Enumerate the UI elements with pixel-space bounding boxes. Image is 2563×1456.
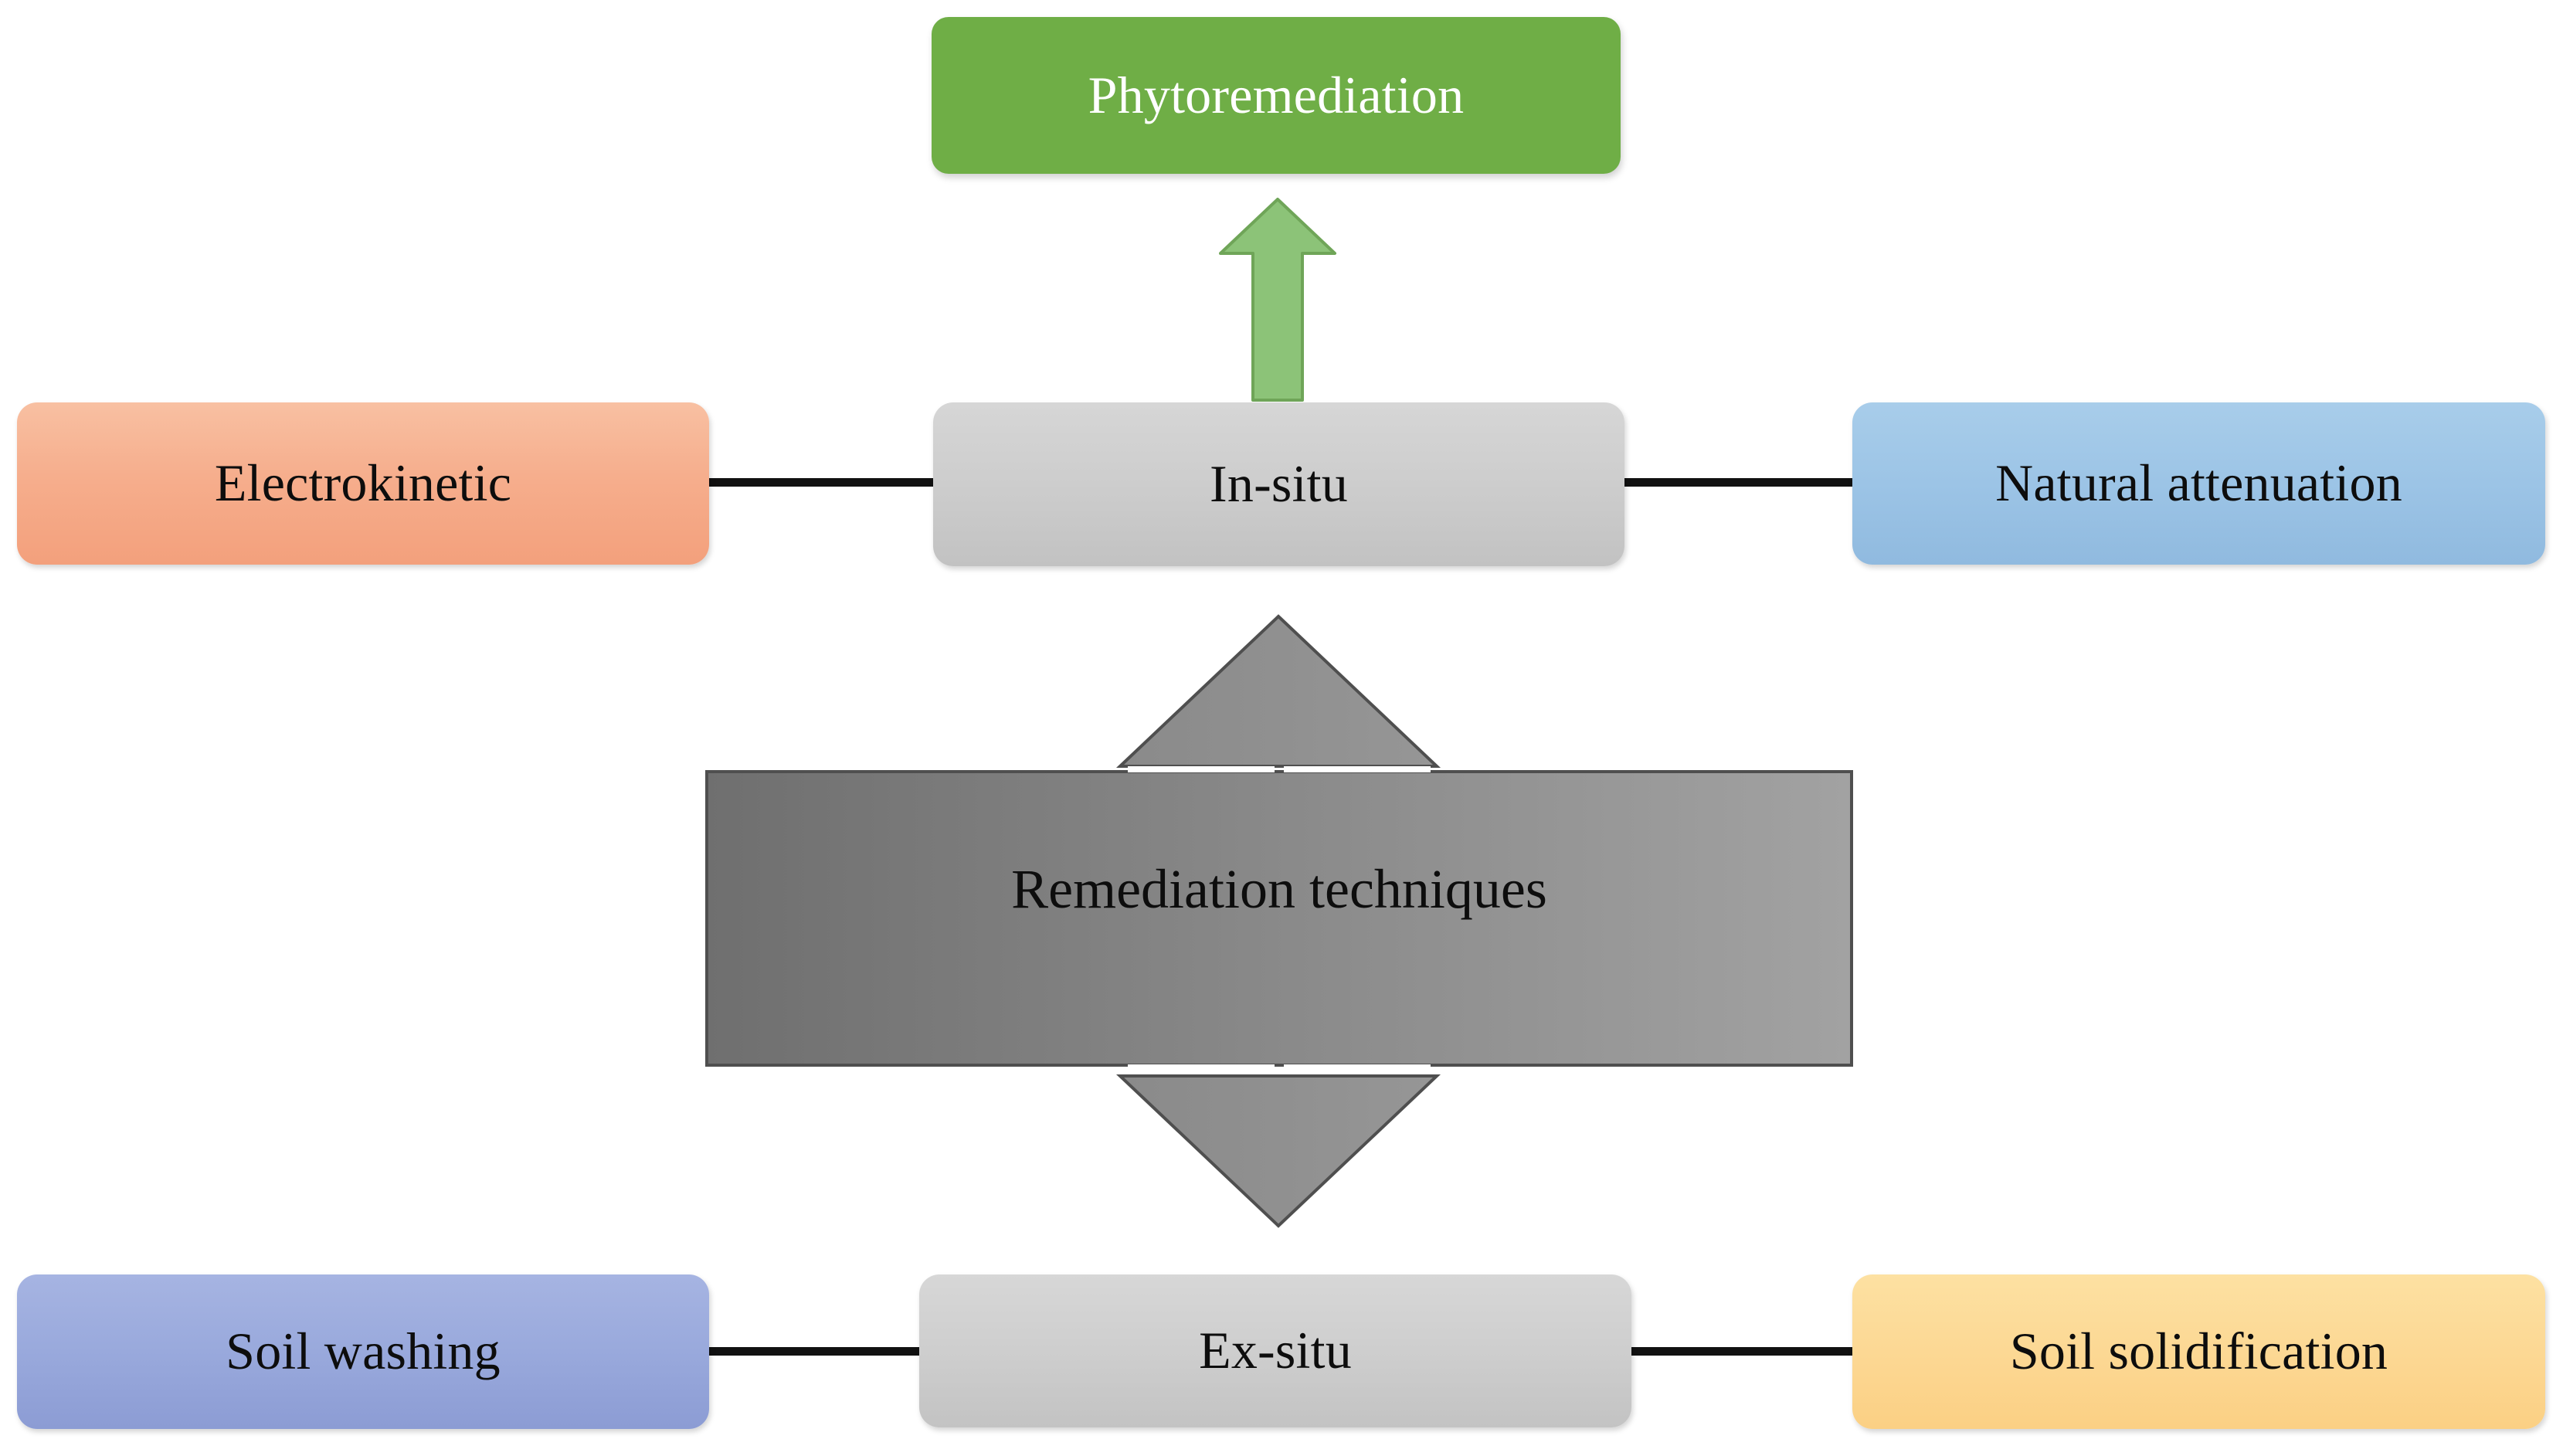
connector-soil-washing-ex-situ [705, 1347, 923, 1356]
node-soil-washing[interactable]: Soil washing [17, 1274, 709, 1429]
center-double-arrow-svg [705, 614, 1853, 1228]
connector-electrokinetic-in-situ [705, 478, 937, 487]
green-up-arrow-svg [1219, 198, 1336, 402]
node-in-situ[interactable]: In-situ [933, 402, 1624, 566]
connector-ex-situ-soil-solidification [1628, 1347, 1856, 1356]
node-soil-solidification[interactable]: Soil solidification [1852, 1274, 2545, 1429]
node-natural-attenuation[interactable]: Natural attenuation [1852, 402, 2545, 565]
green-up-arrow-icon [1216, 195, 1339, 405]
node-ex-situ[interactable]: Ex-situ [919, 1274, 1631, 1427]
node-electrokinetic[interactable]: Electrokinetic [17, 402, 709, 565]
center-double-arrow-shape[interactable] [687, 602, 1869, 1240]
node-phytoremediation[interactable]: Phytoremediation [932, 17, 1621, 174]
connector-in-situ-natural-attenuation [1621, 478, 1856, 487]
